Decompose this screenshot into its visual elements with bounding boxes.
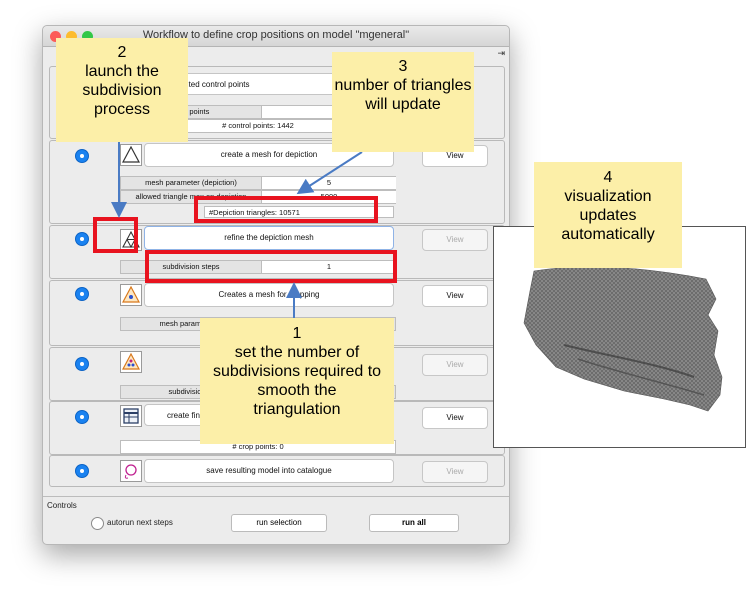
- mesh-render-image: [523, 266, 723, 412]
- step-cropping-subdivision-radio[interactable]: [76, 358, 88, 370]
- callout-1-number: 1: [292, 325, 302, 342]
- minimize-window-button[interactable]: [66, 31, 77, 42]
- create-depiction-mesh-label: create a mesh for depiction: [220, 150, 318, 159]
- zoom-window-button[interactable]: [82, 31, 93, 42]
- create-cropping-mesh-button[interactable]: Creates a mesh for cropping: [144, 283, 394, 307]
- refine-depiction-mesh-label: refine the depiction mesh: [224, 233, 314, 242]
- step-cropping-radio[interactable]: [76, 288, 88, 300]
- subdivided-cropping-icon: [120, 351, 142, 373]
- save-model-button[interactable]: save resulting model into catalogue: [144, 459, 394, 483]
- step-refine-radio[interactable]: [76, 233, 88, 245]
- mesh-parameter-depiction-label: mesh parameter (depiction): [145, 178, 237, 187]
- callout-visualization-updates: 4 visualization updates automatically: [534, 162, 682, 268]
- view-saved-model-button[interactable]: View: [422, 461, 488, 483]
- callout-4-text: visualization updates automatically: [561, 188, 655, 243]
- subdivision-steps-label: subdivision steps: [162, 262, 220, 271]
- callout-triangles-update: 3 number of triangles will update: [332, 52, 474, 152]
- cropping-mesh-icon: [120, 284, 142, 306]
- collapse-icon[interactable]: ⇥: [497, 48, 505, 58]
- subdivision-steps-field: subdivision steps 1: [120, 260, 396, 274]
- close-window-button[interactable]: [50, 31, 61, 42]
- triangle-count-highlight: [194, 196, 378, 223]
- callout-3-number: 3: [398, 58, 408, 75]
- arrow-to-triangle-count: [296, 151, 363, 195]
- callout-3-text: number of triangles will update: [334, 77, 472, 113]
- depiction-triangles-count: #Depiction triangles: 10571: [204, 206, 394, 218]
- refine-button-highlight: [93, 217, 138, 253]
- step-depiction-radio[interactable]: [76, 150, 88, 162]
- mesh-parameter-depiction-input[interactable]: 5: [261, 177, 396, 189]
- autorun-radio[interactable]: [91, 517, 104, 530]
- subdivision-steps-input[interactable]: 1: [261, 261, 396, 273]
- mesh-parameter-depiction-field: mesh parameter (depiction) 5: [120, 176, 396, 190]
- step-save-model: save resulting model into catalogue View: [49, 455, 505, 487]
- refine-depiction-mesh-button[interactable]: refine the depiction mesh: [144, 226, 394, 250]
- view-cropping-mesh-button[interactable]: View: [422, 285, 488, 307]
- control-points-field-label: ntrol points: [172, 107, 210, 116]
- run-selection-button[interactable]: run selection: [231, 514, 327, 532]
- view-cropping-subdivision-button[interactable]: View: [422, 354, 488, 376]
- autorun-label: autorun next steps: [107, 518, 173, 527]
- triangle-max-label: allowed triangle max on depiction: [135, 192, 247, 201]
- callout-set-subdivisions: 1 set the number of subdivisions require…: [200, 318, 394, 444]
- triangle-mesh-icon: [120, 144, 142, 166]
- view-refined-mesh-button[interactable]: View: [422, 229, 488, 251]
- callout-2-text: launch the subdivision process: [82, 63, 162, 118]
- save-model-label: save resulting model into catalogue: [206, 466, 332, 475]
- window-title: Workflow to define crop positions on mod…: [142, 29, 410, 41]
- step-final-crop-radio[interactable]: [76, 411, 88, 423]
- create-final-crop-label: create final: [167, 411, 207, 420]
- table-icon: [120, 405, 142, 427]
- callout-1-text: set the number of subdivisions required …: [212, 344, 382, 418]
- create-depiction-mesh-button[interactable]: create a mesh for depiction: [144, 143, 394, 167]
- run-all-button[interactable]: run all: [369, 514, 459, 532]
- mesh-parameter-cropping-label: mesh parameter (c: [159, 319, 223, 328]
- controls-title: Controls: [47, 501, 77, 510]
- callout-launch-subdivision: 2 launch the subdivision process: [56, 38, 188, 142]
- callout-4-number: 4: [603, 169, 613, 186]
- controls-panel: Controls autorun next steps run selectio…: [43, 496, 509, 543]
- callout-2-number: 2: [117, 44, 127, 61]
- lasso-icon: [120, 460, 142, 482]
- create-control-points-label: s equally distributed control points: [129, 80, 250, 89]
- view-final-crop-button[interactable]: View: [422, 407, 488, 429]
- subdivision-field-highlight: [145, 250, 397, 283]
- cropping-subdivision-label: subdivision st: [168, 387, 214, 396]
- create-cropping-mesh-label: Creates a mesh for cropping: [218, 290, 320, 299]
- step-save-radio[interactable]: [76, 465, 88, 477]
